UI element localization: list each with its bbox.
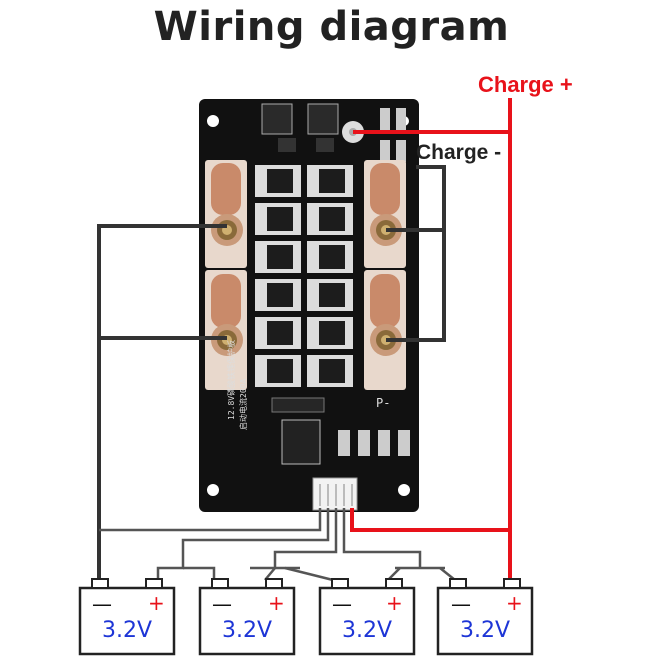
battery-2-negative-sign: — bbox=[212, 592, 232, 616]
controller-ic bbox=[281, 419, 321, 465]
copper-terminal-left-top bbox=[205, 160, 247, 268]
battery-2-positive-sign: + bbox=[268, 591, 285, 615]
battery-3-negative-sign: — bbox=[332, 592, 352, 616]
mount-hole bbox=[207, 484, 219, 496]
negative-wires bbox=[97, 165, 446, 580]
battery-3-positive-sign: + bbox=[386, 591, 403, 615]
balance-wires bbox=[99, 508, 456, 582]
copper-terminal-right-top bbox=[364, 160, 406, 268]
balance-plus-wire bbox=[350, 508, 510, 532]
battery-4 bbox=[436, 578, 534, 656]
p-minus-mark: P- bbox=[376, 396, 391, 410]
charge-minus-label: Charge - bbox=[416, 141, 502, 164]
charge-plus-label: Charge + bbox=[478, 72, 573, 97]
board-current-text: 启动电流200A bbox=[239, 378, 248, 430]
battery-4-positive-sign: + bbox=[506, 591, 523, 615]
copper-terminal-right-bottom bbox=[364, 270, 406, 390]
battery-4-negative-sign: — bbox=[451, 592, 471, 616]
mount-hole bbox=[398, 484, 410, 496]
battery-4-voltage: 3.2V bbox=[459, 618, 511, 643]
positive-wires bbox=[350, 98, 512, 580]
bms-board bbox=[199, 99, 419, 512]
mount-hole bbox=[207, 115, 219, 127]
battery-1-positive-sign: + bbox=[148, 591, 165, 615]
battery-negative-wire bbox=[97, 224, 227, 580]
battery-1-voltage: 3.2V bbox=[101, 618, 153, 643]
battery-3-voltage: 3.2V bbox=[341, 618, 393, 643]
battery-2 bbox=[198, 578, 296, 656]
battery-1 bbox=[78, 578, 176, 656]
battery-pack bbox=[78, 578, 534, 656]
board-model-text: 12.8V磷酸铁锂保护板 bbox=[227, 339, 236, 420]
mosfet-array bbox=[255, 165, 353, 387]
battery-3 bbox=[318, 578, 416, 656]
terminal-bridge-wire-right bbox=[386, 230, 446, 342]
battery-2-voltage: 3.2V bbox=[221, 618, 273, 643]
charge-minus-wire bbox=[386, 165, 446, 232]
battery-1-negative-sign: — bbox=[92, 592, 112, 616]
page-title: Wiring diagram bbox=[153, 4, 510, 50]
